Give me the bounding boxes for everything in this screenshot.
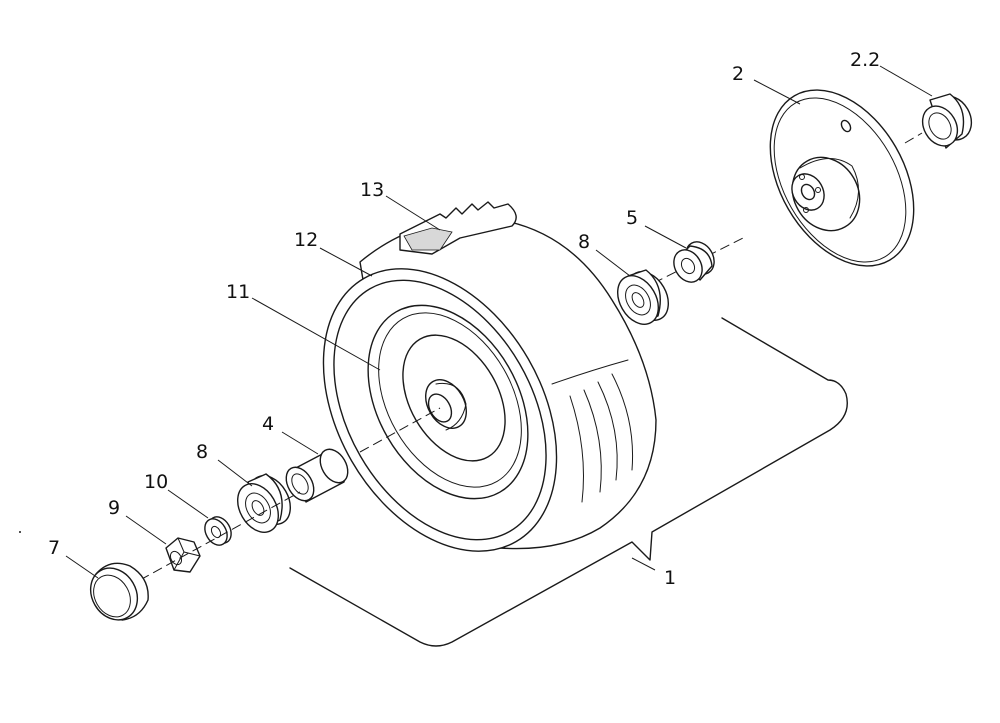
part-washer-10 [204,516,232,546]
part-disc-flange [769,89,915,267]
part-bearing-8-left [237,473,291,533]
label-13: 13 [360,179,384,201]
label-9: 9 [108,497,120,519]
label-8-left: 8 [196,441,208,463]
leader-lines [65,65,933,579]
label-7: 7 [48,537,60,559]
part-end-cap-7 [89,562,149,621]
part-cap-2-2 [921,93,973,149]
label-12: 12 [294,229,318,251]
label-5: 5 [626,207,638,229]
axis-line-wheel [359,407,441,453]
label-4: 4 [262,413,274,435]
label-2: 2 [732,63,744,85]
stray-dot [19,531,21,533]
label-8-right: 8 [578,231,590,253]
part-spacer-5 [673,241,715,283]
part-nut-9 [165,537,201,573]
label-1: 1 [664,567,676,589]
part-bearing-8-right [617,269,669,325]
label-2-2: 2.2 [850,49,880,71]
label-11: 11 [226,281,250,303]
part-bushing-4 [285,448,349,503]
part-wheel [322,201,657,552]
assembly-bracket [289,317,848,647]
label-10: 10 [144,471,168,493]
axis-line-cap [904,132,923,144]
axis-line-left [139,491,301,581]
